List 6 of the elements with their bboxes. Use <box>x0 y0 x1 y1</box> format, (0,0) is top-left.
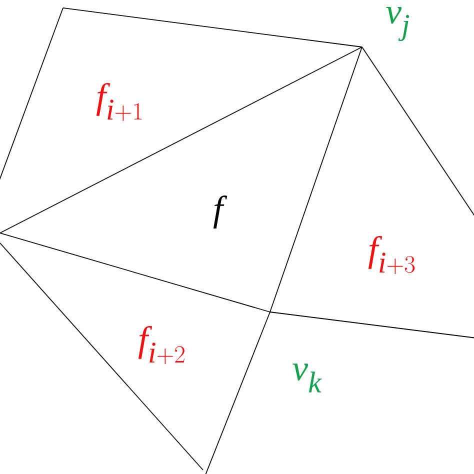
math-label: $f_{i+2}$ <box>138 326 184 364</box>
math-label: $v_j$ <box>386 6 410 42</box>
math-label: $v_k$ <box>292 364 322 392</box>
math-label: $f$ <box>213 196 228 228</box>
math-label: $f_{i+3}$ <box>368 236 415 274</box>
math-label: $f_{i+1}$ <box>96 82 142 122</box>
